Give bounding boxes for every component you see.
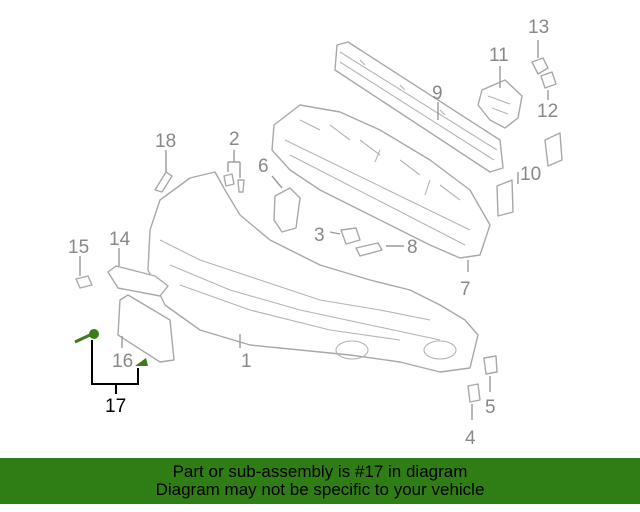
leader-lines — [79, 40, 549, 420]
callout-2: 2 — [229, 129, 240, 150]
part-4-pushpin — [467, 383, 481, 403]
callout-6: 6 — [258, 156, 269, 177]
part-11-bracket — [477, 79, 523, 129]
banner-line-2: Diagram may not be specific to your vehi… — [155, 480, 485, 499]
part-18-retainer — [154, 171, 173, 193]
callout-14: 14 — [109, 229, 131, 250]
part-6-bracket — [273, 187, 301, 233]
callout-9: 9 — [432, 83, 443, 104]
part-9-reinforcement-bar — [334, 41, 504, 173]
part-17-highlighted-fastener — [74, 329, 148, 366]
part-10-bracket — [496, 132, 563, 217]
callout-3: 3 — [314, 225, 325, 246]
part-14-reflector — [107, 265, 169, 297]
part-5-clip — [483, 355, 498, 375]
callout-8: 8 — [407, 237, 418, 258]
callout-18: 18 — [155, 131, 176, 152]
part-2-fastener — [223, 173, 245, 193]
part-12-clip — [540, 71, 557, 89]
callout-11: 11 — [489, 45, 509, 66]
part-13-clip — [531, 57, 549, 75]
part-7-energy-absorber — [271, 104, 491, 259]
part-8-bolt — [355, 242, 383, 257]
callout-1: 1 — [241, 351, 252, 372]
callout-4: 4 — [465, 428, 476, 449]
callout-16: 16 — [112, 351, 133, 372]
part-3-fastener — [340, 227, 361, 245]
parts-diagram: 1 2 3 4 5 6 7 8 9 10 11 12 13 14 15 16 1… — [68, 17, 563, 449]
part-1-bumper-cover — [147, 171, 479, 373]
part-15-screw — [75, 275, 93, 289]
banner-line-1: Part or sub-assembly is #17 in diagram — [172, 462, 468, 481]
callout-12: 12 — [537, 101, 558, 122]
callout-7: 7 — [460, 279, 471, 300]
part-16-license-bracket — [117, 294, 175, 363]
info-banner: Part or sub-assembly is #17 in diagram D… — [0, 458, 640, 504]
callout-5: 5 — [485, 397, 496, 418]
callout-10: 10 — [520, 164, 541, 185]
callout-15: 15 — [68, 237, 89, 258]
callout-13: 13 — [528, 17, 549, 38]
callout-17: 17 — [105, 396, 126, 417]
